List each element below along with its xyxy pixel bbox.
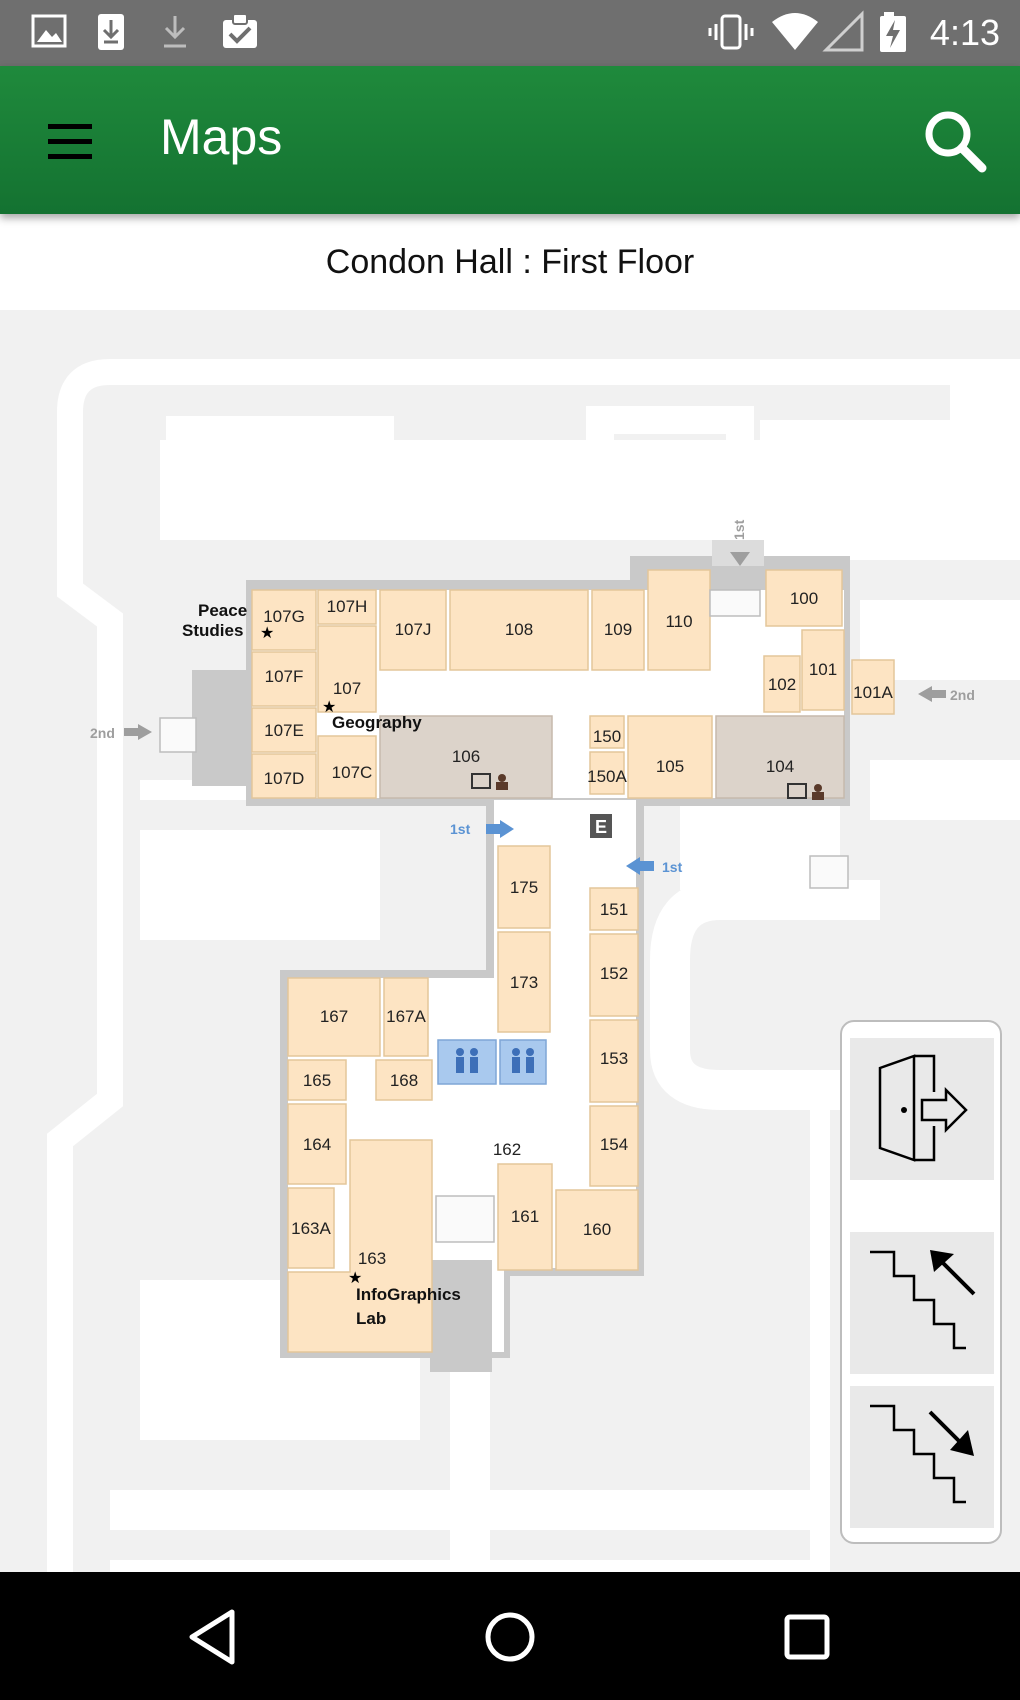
star-icon: ★ [348, 1268, 362, 1287]
search-icon[interactable] [918, 104, 990, 176]
app-title: Maps [160, 108, 282, 166]
room-label: 173 [510, 973, 538, 992]
dept-label: InfoGraphics [356, 1285, 461, 1304]
exit-button[interactable] [850, 1038, 994, 1180]
dept-label: Lab [356, 1309, 386, 1328]
stairs-down-button[interactable] [850, 1386, 994, 1528]
room-label: 101A [853, 683, 893, 702]
room-label: 152 [600, 964, 628, 983]
room-label: 167A [386, 1007, 426, 1026]
stairs-up-button[interactable] [850, 1232, 994, 1374]
stairs-up-icon [850, 1232, 994, 1374]
room-label: 150 [593, 727, 621, 746]
signal-icon [822, 10, 866, 54]
stair-marker-right: 2nd [918, 686, 975, 703]
room-label: 107H [327, 597, 368, 616]
dept-label: Peace [198, 601, 247, 620]
room-label: 110 [665, 612, 692, 631]
room-label: 150A [587, 767, 627, 786]
room-label: 151 [600, 900, 628, 919]
room-label: 105 [656, 757, 684, 776]
exit-door-icon [850, 1038, 994, 1180]
room-label: 154 [600, 1135, 628, 1154]
status-bar: 4:13 [0, 0, 1020, 66]
download-done-icon [156, 10, 196, 54]
map-actions-panel [840, 1020, 1002, 1544]
room-label: 107 [333, 679, 361, 698]
room-label: 161 [511, 1207, 539, 1226]
room-label: 163A [291, 1219, 331, 1238]
recents-icon[interactable] [772, 1602, 842, 1672]
room-label: 107D [264, 769, 305, 788]
room-label: 175 [510, 878, 538, 897]
room-label: 101 [809, 660, 837, 679]
room-label: 107F [265, 667, 304, 686]
restroom-men[interactable] [438, 1040, 496, 1084]
room-label: 106 [452, 747, 480, 766]
clipboard-check-icon [218, 10, 262, 54]
room-label: 160 [583, 1220, 611, 1239]
room-label: 165 [303, 1071, 331, 1090]
star-icon: ★ [260, 623, 274, 642]
star-icon: ★ [322, 697, 336, 716]
room-label: 108 [505, 620, 533, 639]
svg-text:1st: 1st [450, 821, 471, 837]
room-label: 153 [600, 1049, 628, 1068]
room-label: 104 [766, 757, 794, 776]
room-label: 162 [493, 1140, 521, 1159]
image-icon [30, 10, 70, 54]
elevator-label: E [595, 817, 607, 837]
svg-text:2nd: 2nd [950, 687, 975, 703]
room-label: 109 [604, 620, 632, 639]
download-icon [92, 10, 132, 54]
floor-title: Condon Hall : First Floor [0, 214, 1020, 310]
room-label: 163 [358, 1249, 386, 1268]
battery-charging-icon [878, 10, 908, 54]
room-label: 107J [395, 620, 432, 639]
restroom-women[interactable] [500, 1040, 546, 1084]
stairs-down-icon [850, 1386, 994, 1528]
app-bar: Maps [0, 66, 1020, 214]
room-label: 167 [320, 1007, 348, 1026]
menu-icon[interactable] [40, 112, 100, 172]
svg-text:1st: 1st [731, 519, 747, 540]
room-label: 164 [303, 1135, 331, 1154]
wifi-icon [770, 10, 820, 54]
room-label: 100 [790, 589, 818, 608]
svg-text:1st: 1st [662, 859, 683, 875]
home-icon[interactable] [475, 1602, 545, 1672]
dept-label: Geography [332, 713, 422, 732]
system-nav-bar [0, 1572, 1020, 1700]
room-label: 168 [390, 1071, 418, 1090]
room-label: 107E [264, 721, 304, 740]
back-icon[interactable] [178, 1602, 248, 1672]
room-label: 102 [768, 675, 796, 694]
room-label: 107C [332, 763, 373, 782]
clock: 4:13 [930, 12, 1000, 54]
vibrate-icon [706, 10, 756, 54]
svg-text:2nd: 2nd [90, 725, 115, 741]
dept-label: Studies [182, 621, 243, 640]
